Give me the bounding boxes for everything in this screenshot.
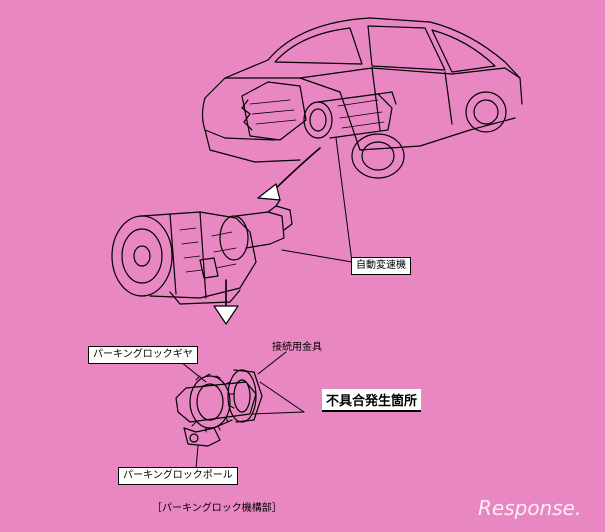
defect-location-label: 不具合発生箇所 — [322, 389, 422, 412]
response-watermark: Response. — [478, 496, 582, 520]
parking-lock-gear-label: パーキングロックギヤ — [88, 346, 198, 364]
transmission-illustration — [111, 199, 293, 305]
car-illustration — [201, 17, 523, 179]
parking-lock-mechanism-illustration — [175, 369, 263, 447]
parking-lock-mechanism-caption: ［パーキングロック機構部］ — [152, 503, 282, 514]
connecting-bracket-label: 接続用金具 — [272, 342, 322, 353]
automatic-transmission-label: 自動変速機 — [351, 257, 411, 275]
parking-lock-pawl-label: パーキングロックポール — [118, 467, 238, 485]
